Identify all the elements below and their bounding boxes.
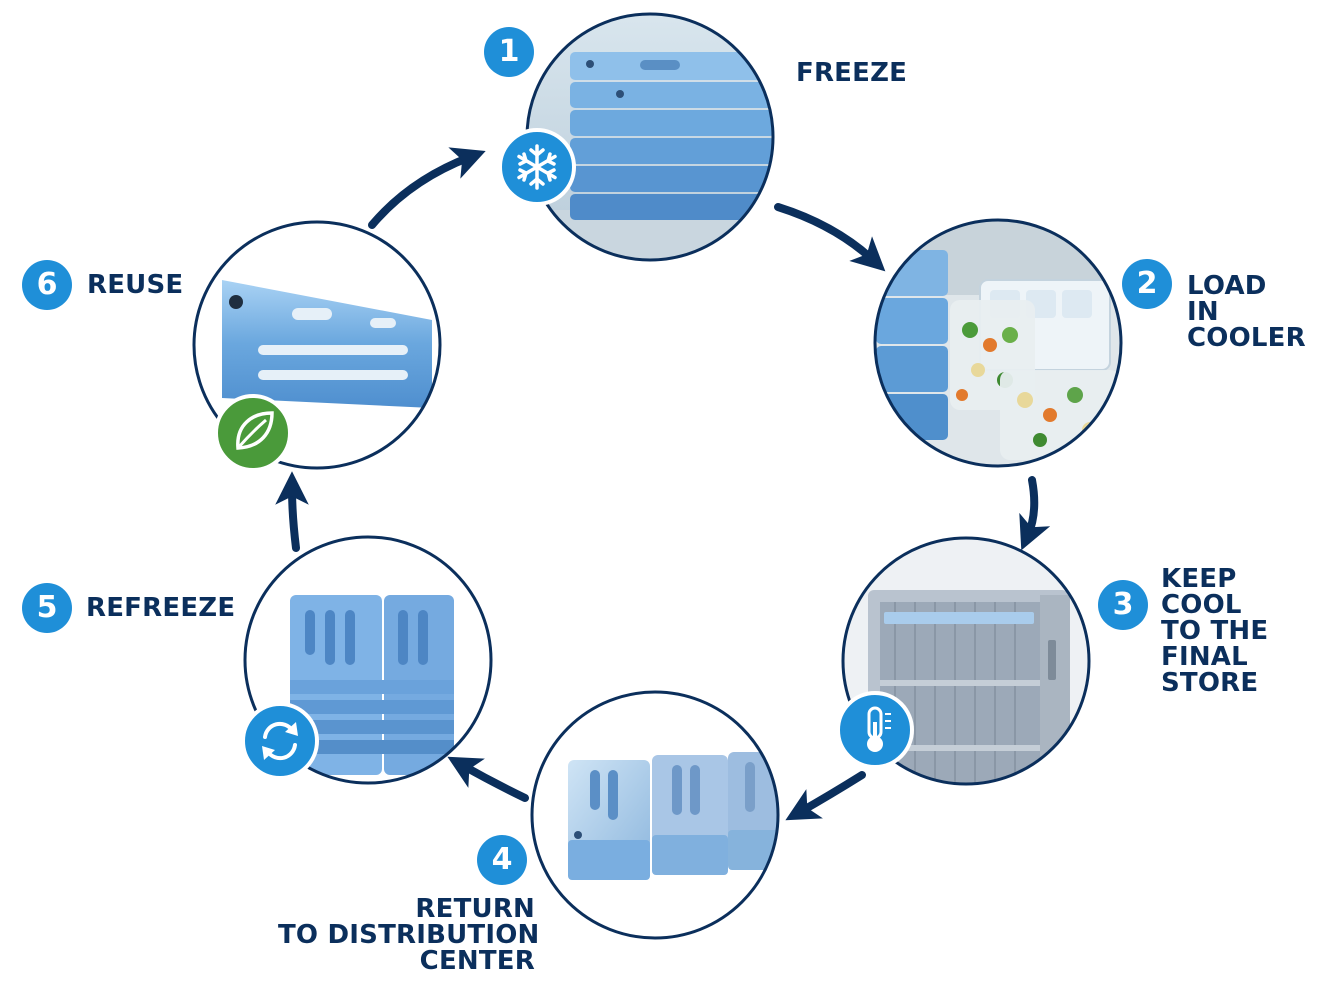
step-6-label-line: REUSE: [87, 270, 184, 300]
step-5-label: REFREEZE: [86, 595, 235, 621]
step-3-label-line: TO THE: [1161, 616, 1269, 646]
step-1-number: 1: [484, 27, 534, 77]
leaf-icon: [214, 394, 292, 472]
step-3-label-line: STORE: [1161, 668, 1259, 698]
step-2-label: LOAD IN COOLER: [1187, 273, 1306, 351]
step-3-label-line: KEEP: [1161, 564, 1237, 594]
ice-pack-stack: [570, 52, 773, 220]
step-6-photo: [192, 220, 442, 472]
arrow-2-to-3: [1019, 476, 1051, 551]
step-2-photo: [873, 218, 1123, 468]
step-4-label-line: TO DISTRIBUTION: [278, 920, 540, 950]
step-6-label: REUSE: [87, 272, 183, 298]
step-2-label-line: IN: [1187, 297, 1219, 327]
single-ice-pack: [222, 280, 432, 408]
arrow-3-to-4: [785, 771, 866, 821]
step-1-label-line: FREEZE: [796, 58, 908, 88]
cycle-arrows: [275, 147, 1051, 821]
step-3-label-line: FINAL: [1161, 642, 1248, 672]
ice-pack-row: [568, 752, 778, 880]
step-1-label: FREEZE: [796, 60, 907, 86]
refresh-icon: [241, 702, 319, 780]
step-2-label-line: LOAD: [1187, 271, 1267, 301]
arrow-1-to-2: [774, 203, 886, 272]
step-4-label: RETURN TO DISTRIBUTION CENTER: [278, 894, 540, 976]
step-5-number: 5: [22, 583, 72, 633]
snowflake-icon: [498, 128, 576, 206]
step-3-label-line: COOL: [1161, 590, 1242, 620]
arrow-6-to-1: [368, 147, 486, 229]
arrow-4-to-5: [447, 756, 529, 802]
step-4-label-line: CENTER: [419, 946, 535, 976]
step-1-photo: [498, 12, 775, 262]
step-4-number: 4: [477, 835, 527, 885]
step-4-photo: [530, 690, 780, 940]
step-2-number: 2: [1122, 259, 1172, 309]
thermometer-icon: [836, 691, 914, 769]
step-5-photo: [241, 535, 493, 785]
arrow-5-to-6: [275, 471, 309, 552]
step-3-label: KEEP COOL TO THE FINAL STORE: [1161, 566, 1268, 696]
step-2-label-line: COOLER: [1187, 323, 1306, 353]
frozen-vegetables-bag-2: [1000, 370, 1120, 460]
step-3-number: 3: [1098, 580, 1148, 630]
step-6-number: 6: [22, 260, 72, 310]
step-3-photo: [836, 536, 1091, 786]
step-4-label-line: RETURN: [415, 894, 535, 924]
step-5-label-line: REFREEZE: [86, 593, 236, 623]
